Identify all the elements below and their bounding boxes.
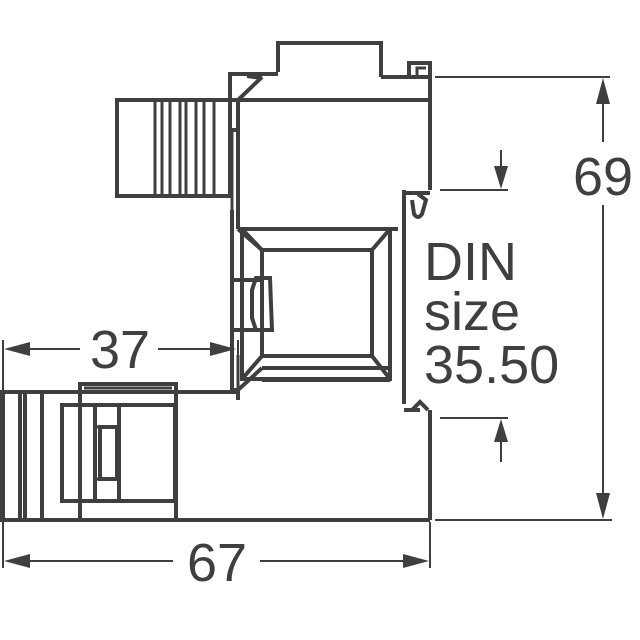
dim-69-label: 69 bbox=[573, 147, 633, 207]
dim-37-label: 37 bbox=[90, 320, 150, 380]
body-left-rail bbox=[230, 210, 392, 400]
upper-knob bbox=[115, 98, 232, 198]
dim-37: 37 bbox=[2, 320, 239, 390]
window-frame bbox=[232, 227, 392, 381]
lower-base bbox=[0, 382, 430, 522]
dim-69: 69 bbox=[435, 76, 633, 521]
din-label: DIN bbox=[424, 232, 517, 292]
dim-67-label: 67 bbox=[187, 533, 247, 593]
upper-housing bbox=[228, 41, 432, 252]
dim-din: DIN size 35.50 bbox=[424, 150, 559, 462]
din-value-label: 35.50 bbox=[424, 335, 559, 395]
dim-67: 67 bbox=[2, 522, 431, 593]
din-clip bbox=[402, 191, 432, 520]
din-size-label: size bbox=[424, 282, 520, 342]
